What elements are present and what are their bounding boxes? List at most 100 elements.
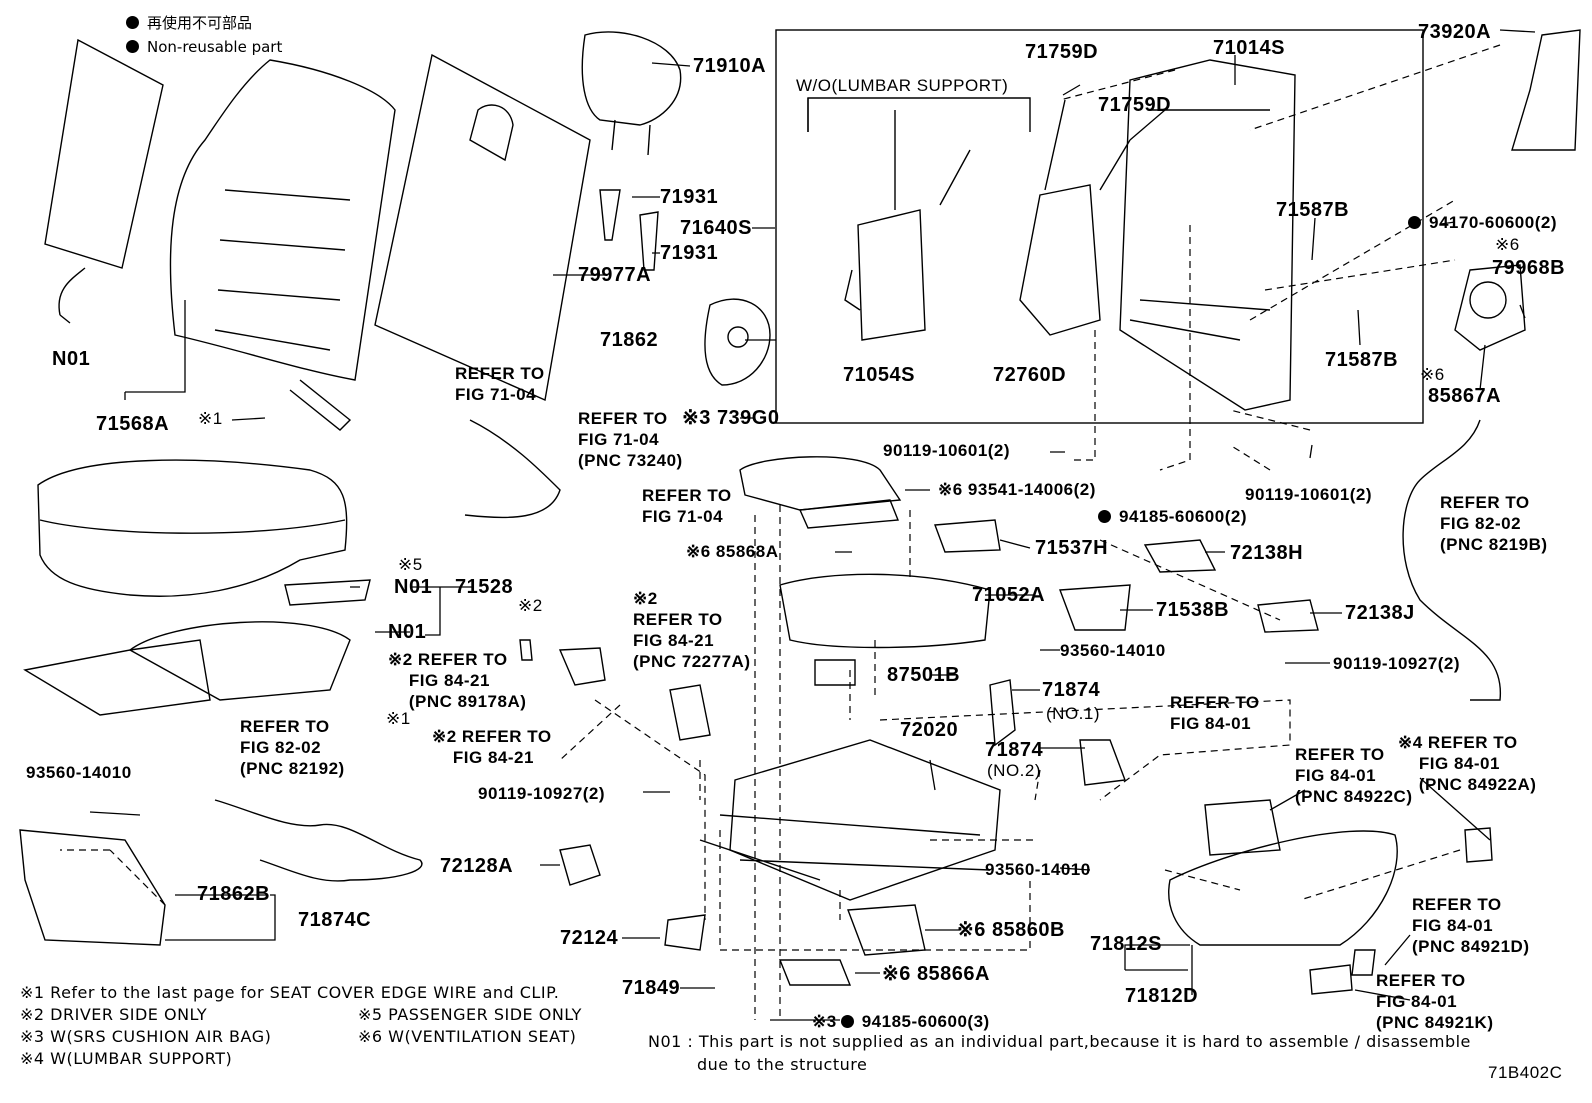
part-label[interactable]: 71910A <box>693 55 767 77</box>
part-label[interactable]: 71862 <box>600 329 659 351</box>
part-label[interactable]: 90119-10601(2) <box>1245 485 1373 504</box>
shield-71874C <box>19 829 166 946</box>
part-87501B <box>814 659 856 686</box>
spring-71052A <box>779 573 991 649</box>
part-label[interactable]: 71931 <box>660 242 719 264</box>
part-label[interactable]: 93560-14010 <box>985 860 1091 879</box>
footnote: ※5 PASSENGER SIDE ONLY <box>358 1005 582 1024</box>
part-label[interactable]: 71931 <box>660 186 719 208</box>
part-label[interactable]: 72124 <box>560 927 619 949</box>
side-panel-71862 <box>704 298 771 386</box>
part-label[interactable]: 79968B <box>1492 257 1566 279</box>
footnote: ※4 W(LUMBAR SUPPORT) <box>20 1049 233 1068</box>
part-label[interactable]: ※3 739G0 <box>682 407 780 429</box>
cover-73920A <box>1511 29 1581 151</box>
part-label[interactable]: 93560-14010 <box>26 763 132 782</box>
part-label[interactable]: 71538B <box>1156 599 1230 621</box>
refer-link[interactable]: REFER TO FIG 84-01 (PNC 84921K) <box>1376 971 1494 1032</box>
duct-85866A <box>778 959 852 986</box>
part-label[interactable]: 71014S <box>1213 37 1285 59</box>
part-label[interactable]: 71759D <box>1025 41 1099 63</box>
part-label[interactable]: 90119-10927(2) <box>478 784 606 803</box>
part-label[interactable]: 93560-14010 <box>1060 641 1166 660</box>
seat-back-frame <box>1119 59 1296 411</box>
refer-link[interactable]: REFER TO FIG 82-02 (PNC 82192) <box>240 717 345 778</box>
part-label[interactable]: 71537H <box>1035 537 1109 559</box>
refer-link[interactable]: REFER TO FIG 71-04 <box>642 486 732 526</box>
part-label[interactable]: ※6 93541-14006(2) <box>938 480 1096 499</box>
variant-label: W/O(LUMBAR SUPPORT) <box>796 76 1009 95</box>
non-reusable-dot-icon <box>126 40 139 53</box>
footnote: ※6 W(VENTILATION SEAT) <box>358 1027 577 1046</box>
part-label[interactable]: ※6 85860B <box>957 919 1065 941</box>
part-label[interactable]: 79977A <box>578 264 652 286</box>
footnote: N01 : This part is not supplied as an in… <box>648 1032 1471 1051</box>
connector-72277A <box>669 684 711 741</box>
part-label[interactable]: 72128A <box>440 855 514 877</box>
part-label[interactable]: 90119-10601(2) <box>883 441 1011 460</box>
part-label[interactable]: N01 <box>388 621 427 643</box>
refer-link[interactable]: REFER TO FIG 71-04 (PNC 73240) <box>578 409 683 470</box>
refer-link[interactable]: REFER TO FIG 82-02 (PNC 8219B) <box>1440 493 1548 554</box>
legend-en: Non-reusable part <box>126 38 282 56</box>
part-label[interactable]: ※6 85866A <box>882 963 990 985</box>
refer-link[interactable]: ※2 REFER TO FIG 84-21 (PNC 72277A) <box>633 589 751 671</box>
bracket-71874-no2 <box>1079 739 1126 786</box>
seat-back-cover-shape <box>169 59 396 381</box>
wire-harness-82192 <box>214 799 423 882</box>
part-label[interactable]: 71874 <box>1042 679 1101 701</box>
part-label[interactable]: 71052A <box>972 584 1046 606</box>
part-label[interactable]: 71812D <box>1125 985 1199 1007</box>
part-label[interactable]: 71759D <box>1098 94 1172 116</box>
part-label[interactable]: 71054S <box>843 364 915 386</box>
part-label[interactable]: 71874 <box>985 739 1044 761</box>
refer-link[interactable]: REFER TO FIG 84-01 <box>1170 693 1260 733</box>
part-sub-label: (NO.2) <box>987 761 1041 780</box>
part-label[interactable]: 71587B <box>1325 349 1399 371</box>
part-label[interactable]: 71528 <box>455 576 514 598</box>
bracket-71538B <box>1059 584 1131 631</box>
part-label[interactable]: 90119-10927(2) <box>1333 654 1461 673</box>
cover-72128A <box>559 844 601 886</box>
bracket-71874-no1 <box>989 679 1016 747</box>
part-label[interactable]: 71587B <box>1276 199 1350 221</box>
wire-harness-73240 <box>464 419 561 519</box>
refer-link[interactable]: ※2 REFER TO FIG 84-21 (PNC 89178A) <box>388 650 527 711</box>
refer-link[interactable]: REFER TO FIG 84-01 (PNC 84922C) <box>1295 745 1413 806</box>
part-label[interactable]: 71568A <box>96 413 170 435</box>
wo-lumbar-bracket <box>807 97 1031 132</box>
back-board-shape <box>44 38 164 269</box>
part-label[interactable]: 71640S <box>680 217 752 239</box>
seat-cushion-cover <box>37 459 348 597</box>
part-label[interactable]: 94170-60600(2) <box>1408 214 1557 231</box>
part-label[interactable]: ※6 85868A <box>686 542 779 561</box>
cover-72124 <box>664 914 706 951</box>
part-label[interactable]: 87501B <box>887 664 961 686</box>
footnote: ※2 DRIVER SIDE ONLY <box>20 1005 208 1024</box>
part-label[interactable]: 72138H <box>1230 542 1304 564</box>
refer-link[interactable]: REFER TO FIG 84-01 (PNC 84921D) <box>1412 895 1530 956</box>
seat-adjuster-72020 <box>729 739 1001 901</box>
part-label[interactable]: 71862B <box>197 883 271 905</box>
part-label[interactable]: 72020 <box>900 719 959 741</box>
part-label[interactable]: 71812S <box>1090 933 1162 955</box>
part-sub-label: (NO.1) <box>1046 704 1100 723</box>
lumbar-inset-box <box>775 29 1424 424</box>
note-marker: ※1 <box>198 409 223 428</box>
refer-link[interactable]: ※2 REFER TO FIG 84-21 <box>432 727 552 767</box>
refer-link[interactable]: ※4 REFER TO FIG 84-01 (PNC 84922A) <box>1398 733 1537 794</box>
part-label[interactable]: 73920A <box>1418 21 1492 43</box>
non-reusable-dot-icon <box>126 16 139 29</box>
part-label[interactable]: 85867A <box>1428 385 1502 407</box>
part-label[interactable]: N01 <box>52 348 91 370</box>
part-label[interactable]: 72760D <box>993 364 1067 386</box>
part-label[interactable]: 71849 <box>622 977 681 999</box>
part-label[interactable]: 72138J <box>1345 602 1415 624</box>
part-label[interactable]: 94185-60600(2) <box>1098 508 1247 525</box>
refer-link[interactable]: REFER TO FIG 71-04 <box>455 364 545 404</box>
part-label[interactable]: 71874C <box>298 909 372 931</box>
headrest <box>581 31 682 126</box>
part-label[interactable]: N01 <box>394 576 433 598</box>
